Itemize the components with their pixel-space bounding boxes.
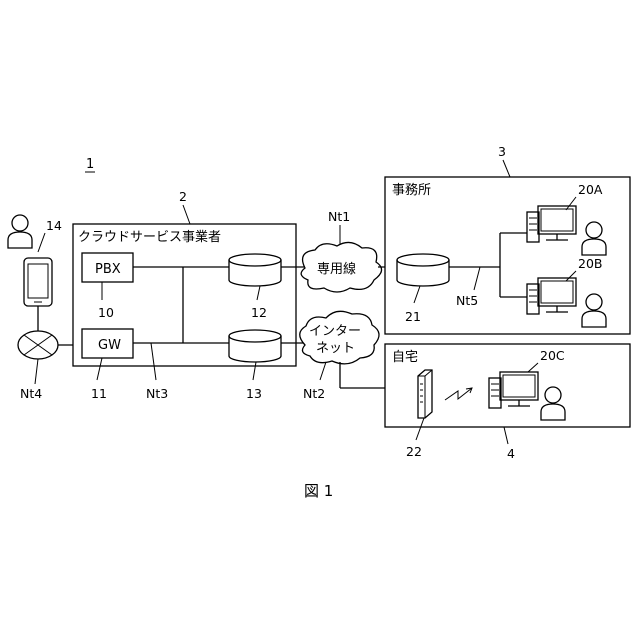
- office-ref: 3: [498, 144, 506, 159]
- external-user-person-icon: [8, 215, 32, 248]
- office-label: 事務所: [392, 183, 431, 198]
- internal-network-ref: Nt3: [146, 386, 168, 401]
- leased-line-label: 専用線: [317, 261, 356, 277]
- leased-line-ref: Nt1: [328, 209, 350, 224]
- pbx-label: PBX: [95, 262, 121, 277]
- router-ref: 22: [406, 444, 422, 459]
- internet-ref: Nt2: [303, 386, 325, 401]
- server-12-icon: [229, 254, 281, 286]
- pbx-ref: 10: [98, 305, 114, 320]
- external-user-ref: 14: [46, 218, 62, 233]
- figure-caption: 図 1: [304, 482, 333, 500]
- gw-ref: 11: [91, 386, 107, 401]
- gw-label: GW: [98, 338, 121, 353]
- router-icon: [418, 370, 432, 418]
- office-network-ref: Nt5: [456, 293, 478, 308]
- phone-network-node-icon: [18, 331, 58, 359]
- home-ref: 4: [507, 446, 515, 461]
- internet-label-line2: ネット: [316, 341, 355, 356]
- office-server-icon: [397, 254, 449, 286]
- server-12-ref: 12: [251, 305, 267, 320]
- terminal-20b-label: 20B: [578, 256, 602, 271]
- server-13-icon: [229, 330, 281, 362]
- smartphone-icon: [24, 258, 52, 306]
- office-server-ref: 21: [405, 309, 421, 324]
- home-label: 自宅: [392, 350, 418, 365]
- provider-ref: 2: [179, 189, 187, 204]
- provider-label: クラウドサービス事業者: [78, 229, 221, 245]
- system-ref-label: 1: [86, 157, 94, 172]
- internet-label-line1: インター: [309, 324, 361, 339]
- phone-network-ref: Nt4: [20, 386, 42, 401]
- terminal-20c-label: 20C: [540, 348, 565, 363]
- terminal-20a-label: 20A: [578, 182, 603, 197]
- server-13-ref: 13: [246, 386, 262, 401]
